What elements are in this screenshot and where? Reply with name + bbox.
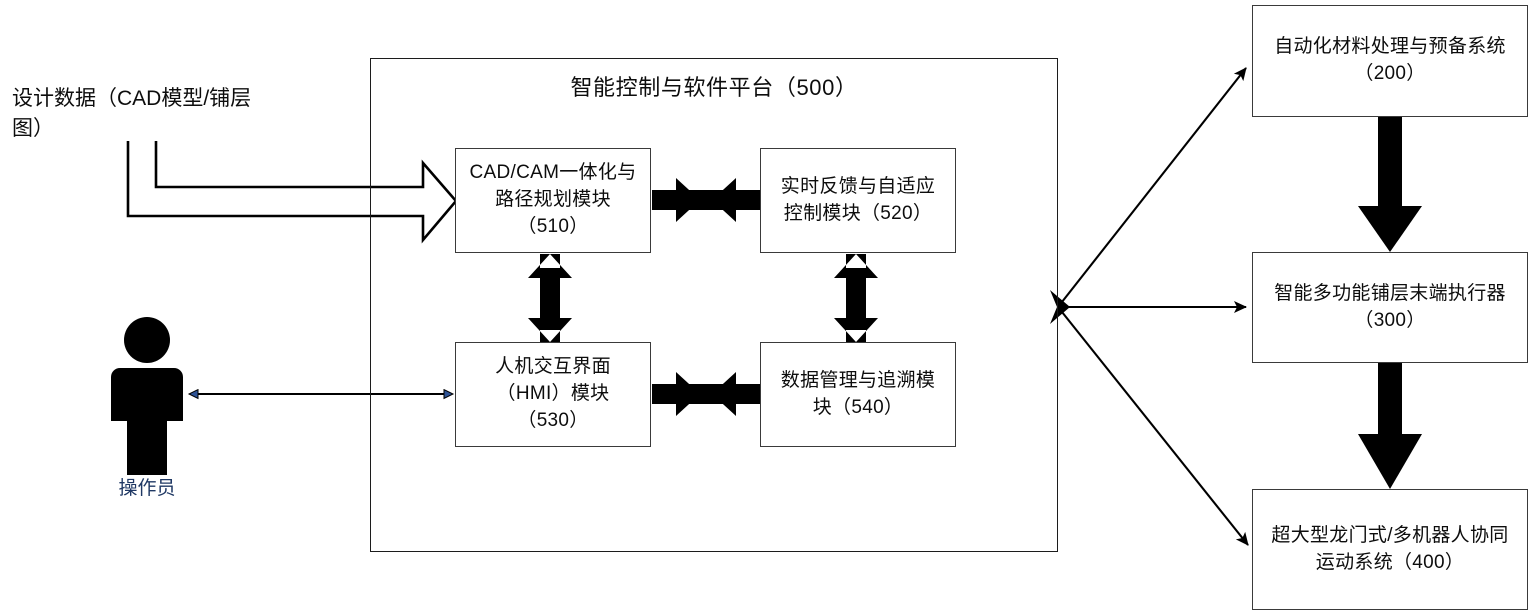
module-520-realtime-feedback-adaptive-control[interactable]: 实时反馈与自适应 控制模块（520） (760, 148, 956, 253)
platform-title: 智能控制与软件平台（500） (570, 75, 858, 100)
subsystem-400-gantry-multirobot-motion-system[interactable]: 超大型龙门式/多机器人协同 运动系统（400） (1252, 489, 1528, 610)
subsystem-200-label: 自动化材料处理与预备系统 （200） (1274, 36, 1506, 84)
connector-platform-to-material-system (1057, 67, 1247, 308)
connector-endeffector-to-gantry (1358, 363, 1422, 489)
connector-realtime-to-data (834, 254, 878, 342)
design-data-label: 设计数据（CAD模型/铺层 图） (12, 87, 252, 141)
operator-label: 操作员 (118, 478, 176, 499)
connector-hmi-to-data (652, 372, 760, 416)
module-540-data-management-traceability[interactable]: 数据管理与追溯模 块（540） (760, 342, 956, 447)
subsystem-300-label: 智能多功能铺层末端执行器 （300） (1274, 282, 1506, 331)
connector-cadcam-to-realtime (652, 178, 760, 222)
module-530-hmi[interactable]: 人机交互界面 （HMI）模块 （530） (455, 342, 651, 447)
subsystem-400-label: 超大型龙门式/多机器人协同 运动系统（400） (1271, 524, 1509, 573)
module-510-label: CAD/CAM一体化与 路径规划模块 （510） (469, 162, 637, 237)
connector-cadcam-to-hmi (528, 254, 572, 342)
module-520-label: 实时反馈与自适应 控制模块（520） (780, 175, 936, 224)
platform-container-500 (370, 58, 1058, 552)
connector-platform-to-gantry (1057, 306, 1249, 546)
subsystem-300-smart-multifunction-end-effector[interactable]: 智能多功能铺层末端执行器 （300） (1252, 252, 1528, 363)
module-510-cad-cam-path-planning[interactable]: CAD/CAM一体化与 路径规划模块 （510） (455, 148, 651, 253)
connector-material-system-to-endeffector (1358, 117, 1422, 252)
module-540-label: 数据管理与追溯模 块（540） (780, 369, 936, 418)
operator-figure-icon (111, 317, 183, 475)
subsystem-200-automated-material-handling[interactable]: 自动化材料处理与预备系统 （200） (1252, 5, 1528, 117)
module-530-label: 人机交互界面 （HMI）模块 （530） (495, 356, 611, 431)
